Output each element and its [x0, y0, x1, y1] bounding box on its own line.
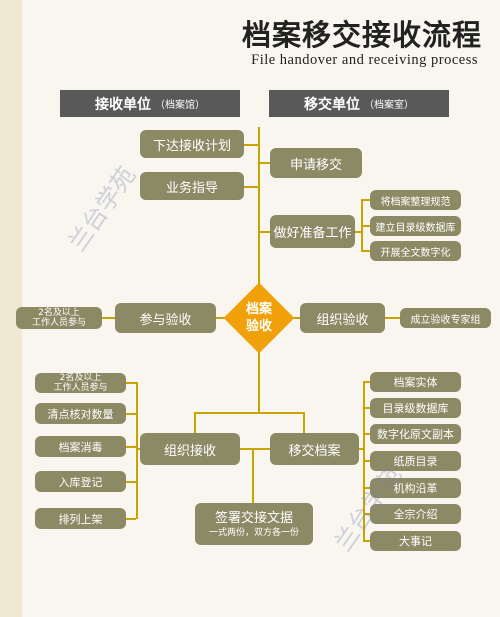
connector-line	[194, 412, 304, 414]
connector-line	[126, 446, 136, 448]
connector-line	[303, 412, 305, 434]
connector-line	[240, 448, 270, 450]
receive-item-line: 工作人员参与	[53, 383, 108, 393]
connector-line	[363, 433, 370, 435]
connector-line	[355, 231, 361, 233]
header-receive-unit: 接收单位 （档案馆）	[60, 90, 240, 117]
box-receive-item: 档案消毒	[35, 436, 126, 457]
box-transfer-item: 档案实体	[370, 372, 461, 392]
page-subtitle: File handover and receiving process	[251, 52, 478, 68]
box-apply-transfer: 申请移交	[270, 148, 362, 178]
box-sign-documents: 签署交接文据 一式两份，双方各一份	[195, 503, 313, 545]
connector-line	[126, 481, 136, 483]
left-stripe	[0, 0, 22, 617]
center-diamond-label: 档案 验收	[222, 281, 296, 355]
connector-line	[136, 382, 138, 519]
connector-line	[194, 412, 196, 434]
box-transfer-files: 移交档案	[270, 433, 359, 465]
header-transfer-unit: 移交单位 （档案室）	[269, 90, 449, 117]
connector-line	[363, 487, 370, 489]
connector-line	[258, 162, 270, 164]
connector-line	[363, 381, 370, 383]
connector-line	[361, 199, 370, 201]
box-preparation: 做好准备工作	[270, 215, 355, 248]
box-prepare-item: 开展全文数字化	[370, 241, 461, 261]
box-business-guidance: 业务指导	[140, 172, 244, 200]
header-transfer-sub: （档案室）	[364, 100, 414, 111]
box-transfer-item: 数字化原文副本	[370, 424, 461, 444]
sign-note: 一式两份，双方各一份	[208, 527, 299, 538]
box-participate-acceptance: 参与验收	[115, 303, 216, 333]
box-prepare-item: 将档案整理规范	[370, 190, 461, 210]
center-diamond: 档案 验收	[222, 281, 296, 355]
header-receive-label: 接收单位	[95, 96, 151, 113]
connector-line	[258, 231, 270, 233]
box-receive-item: 清点核对数量	[35, 403, 126, 424]
box-organize-acceptance: 组织验收	[300, 303, 385, 333]
box-receive-item: 2名及以上 工作人员参与	[35, 373, 126, 393]
receive-item-line: 2名及以上	[59, 373, 102, 383]
connector-line	[363, 460, 370, 462]
center-line: 验收	[245, 319, 272, 334]
connector-line	[252, 449, 254, 503]
participate-note-line: 工作人员参与	[31, 318, 86, 328]
header-transfer-label: 移交单位	[304, 96, 360, 113]
connector-line	[102, 317, 115, 319]
connector-line	[363, 407, 370, 409]
box-transfer-item: 机构沿革	[370, 478, 461, 498]
box-transfer-item: 全宗介绍	[370, 504, 461, 524]
box-transfer-item: 纸质目录	[370, 451, 461, 471]
connector-line	[361, 225, 370, 227]
connector-line	[216, 317, 230, 319]
box-expert-panel: 成立验收专家组	[400, 308, 491, 328]
connector-line	[361, 250, 370, 252]
connector-line	[126, 518, 136, 520]
connector-line	[385, 317, 400, 319]
connector-line	[258, 127, 260, 285]
box-prepare-item: 建立目录级数据库	[370, 216, 461, 236]
sign-label: 签署交接文据	[214, 510, 293, 526]
box-organize-receiving: 组织接收	[140, 433, 240, 465]
box-issue-plan: 下达接收计划	[140, 130, 244, 158]
center-line: 档案	[245, 302, 272, 317]
box-transfer-item: 大事记	[370, 531, 461, 551]
connector-line	[258, 351, 260, 413]
connector-line	[244, 186, 258, 188]
connector-line	[363, 513, 370, 515]
box-receive-item: 排列上架	[35, 508, 126, 529]
connector-line	[126, 413, 136, 415]
connector-line	[136, 448, 140, 450]
box-participate-note: 2名及以上 工作人员参与	[16, 307, 102, 329]
page-title: 档案移交接收流程	[241, 18, 482, 52]
connector-line	[359, 448, 363, 450]
connector-line	[363, 540, 370, 542]
watermark-text: 兰台学苑	[63, 161, 142, 257]
connector-line	[126, 382, 136, 384]
participate-note-line: 2名及以上	[38, 308, 80, 318]
box-transfer-item: 目录级数据库	[370, 398, 461, 418]
box-receive-item: 入库登记	[35, 471, 126, 492]
header-receive-sub: （档案馆）	[155, 100, 205, 111]
